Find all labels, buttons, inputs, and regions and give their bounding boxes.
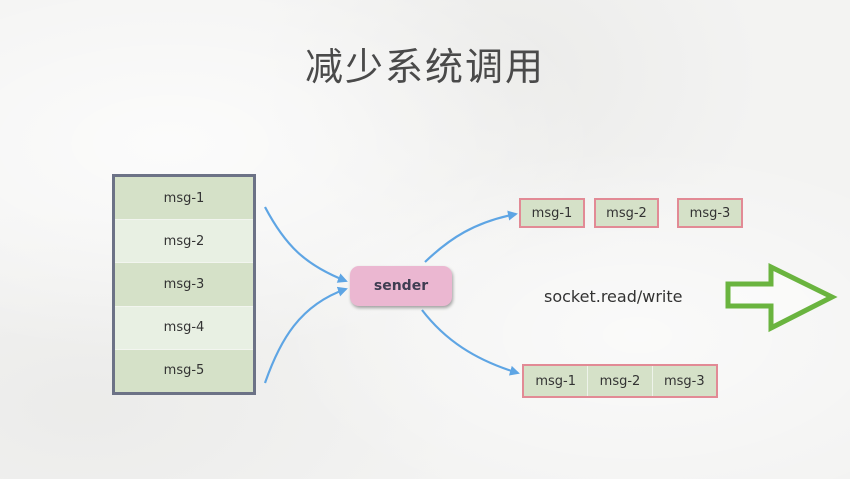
batched-message: msg-1 (524, 366, 589, 396)
batched-messages: msg-1 msg-2 msg-3 (522, 364, 718, 398)
separate-message: msg-1 (519, 198, 585, 228)
queue-item: msg-5 (115, 349, 253, 393)
separate-message: msg-2 (594, 198, 659, 228)
arrow-queue-bottom-to-sender (263, 286, 348, 384)
message-queue: msg-1 msg-2 msg-3 msg-4 msg-5 (112, 174, 256, 395)
queue-item: msg-2 (115, 220, 253, 264)
queue-item: msg-1 (115, 177, 253, 221)
arrow-queue-top-to-sender (264, 206, 348, 283)
socket-read-write-label: socket.read/write (544, 287, 683, 306)
arrow-sender-to-batch (421, 309, 520, 376)
arrow-sender-to-separate (424, 210, 518, 263)
queue-item: msg-3 (115, 263, 253, 307)
queue-item: msg-4 (115, 306, 253, 350)
slide-title: 减少系统调用 (304, 45, 545, 89)
big-right-arrow-icon (725, 262, 838, 333)
batched-message: msg-2 (588, 366, 653, 396)
sender-node: sender (350, 266, 452, 306)
separate-message: msg-3 (677, 198, 743, 228)
batched-message: msg-3 (663, 373, 705, 389)
